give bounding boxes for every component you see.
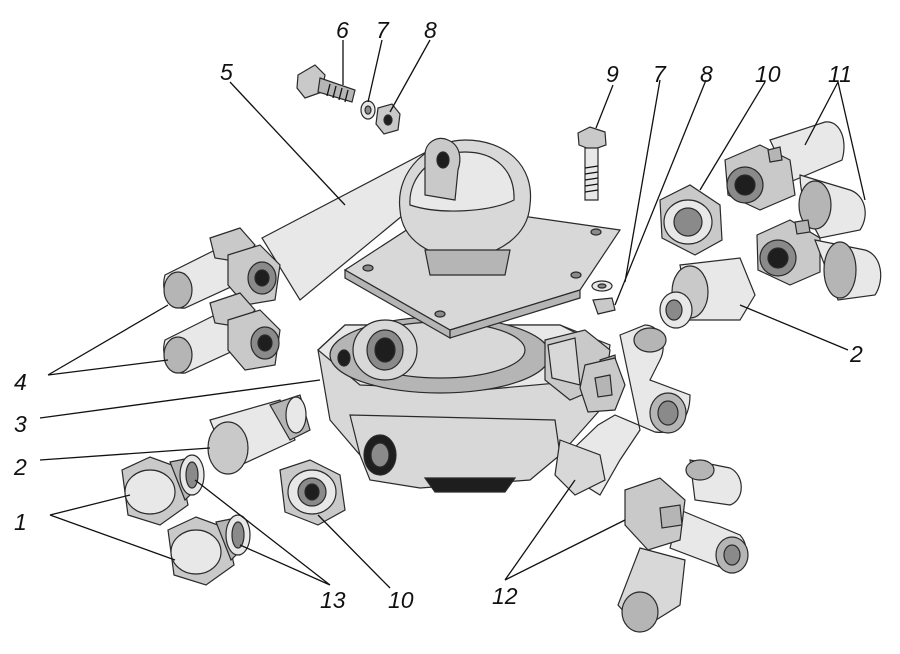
callout-labels: 6 7 8 5 9 7 8 10 11 2 4 3 2 1 13 10 12: [13, 17, 863, 613]
label-2-right: 2: [849, 341, 863, 367]
label-7-top: 7: [376, 17, 390, 43]
valve-housing: [317, 316, 619, 493]
elbow-4-upper: [163, 227, 281, 309]
washer-13-lower: [225, 514, 251, 556]
plug-1-lower: [167, 516, 242, 586]
elbow-11-lower: [756, 219, 882, 301]
adapter-2-left: [207, 394, 311, 475]
label-9: 9: [606, 61, 619, 87]
label-11: 11: [828, 61, 852, 87]
label-8-right: 8: [700, 61, 713, 87]
washer-13-upper: [179, 454, 205, 496]
washer-nut-7-8-right: [591, 280, 616, 315]
label-5: 5: [220, 59, 233, 85]
adapter-2-right: [659, 257, 756, 329]
label-1: 1: [14, 509, 27, 535]
label-13: 13: [320, 587, 346, 613]
tee-12-upper: [554, 324, 691, 496]
nut-8-top: [375, 103, 401, 135]
label-4: 4: [14, 369, 27, 395]
bolt-9: [577, 126, 607, 201]
tee-12-lower: [617, 459, 749, 633]
bolt-6: [296, 64, 356, 103]
nipple-10-top: [659, 184, 723, 256]
label-10-top: 10: [755, 61, 781, 87]
leader-lines: [39, 39, 866, 589]
cover-plate: [261, 137, 622, 340]
label-6: 6: [336, 17, 349, 43]
washer-7-top: [360, 100, 376, 120]
label-12: 12: [492, 583, 518, 609]
elbow-11-upper: [724, 121, 866, 239]
label-10-bottom: 10: [388, 587, 414, 613]
label-7-right: 7: [653, 61, 667, 87]
label-3: 3: [14, 411, 27, 437]
nut-10-lower: [279, 459, 346, 526]
elbow-4-lower: [163, 292, 281, 374]
label-8-top: 8: [424, 17, 437, 43]
label-2-left: 2: [13, 454, 27, 480]
